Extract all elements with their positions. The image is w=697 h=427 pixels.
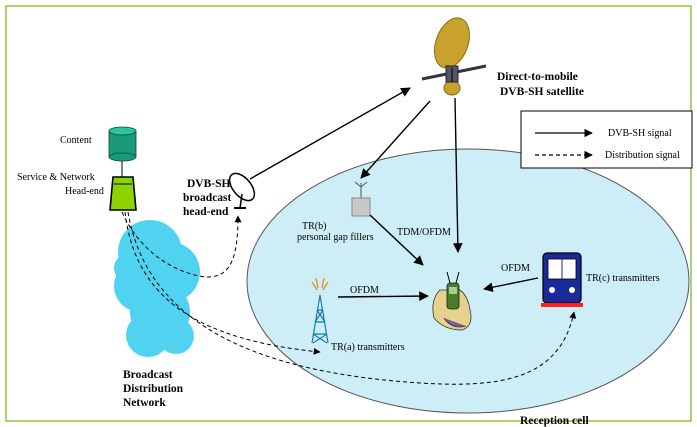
tdm-ofdm-label: TDM/OFDM [397, 227, 451, 238]
network-label-line3: Network [123, 397, 166, 409]
satellite-icon [421, 17, 487, 96]
broadcast-headend-line2: broadcast [183, 192, 232, 204]
content-label: Content [60, 135, 92, 146]
mobile-handset-icon [432, 271, 472, 331]
distribution-network-cloud [114, 220, 200, 357]
tr-c-label: TR(c) transmitters [586, 273, 660, 284]
content-database-icon [108, 126, 137, 162]
gap-filler-icon [351, 181, 371, 217]
satellite-title-line2: DVB-SH satellite [500, 86, 584, 98]
diagram-frame [5, 5, 692, 422]
reception-cell-label: Reception cell [520, 415, 589, 427]
ofdm-left-label: OFDM [350, 285, 379, 296]
distribution-signal-arrows [121, 211, 577, 385]
broadcast-headend-line1: DVB-SH [187, 178, 231, 190]
transmitter-tower-icon [311, 277, 329, 344]
tr-a-label: TR(a) transmitters [331, 342, 405, 353]
broadcast-dish-icon [228, 172, 256, 209]
legend-dvbsh-label: DVB-SH signal [608, 128, 672, 139]
legend-box [520, 110, 693, 169]
network-label-line1: Broadcast [123, 369, 173, 381]
broadcast-headend-line3: head-end [183, 206, 229, 218]
legend-distribution-label: Distribution signal [605, 150, 680, 161]
gap-filler-label-line2: personal gap fillers [297, 232, 374, 243]
headend-label-line2: Head-end [65, 186, 104, 197]
satellite-title-line1: Direct-to-mobile [497, 71, 578, 83]
ofdm-right-label: OFDM [501, 263, 530, 274]
dvbsh-signal-arrows [249, 87, 539, 301]
headend-icon [109, 176, 137, 211]
network-label-line2: Distribution [123, 383, 184, 395]
transit-vehicle-icon [541, 252, 583, 307]
gap-filler-label-line1: TR(b) [302, 221, 326, 232]
headend-label-line1: Service & Network [17, 172, 95, 183]
